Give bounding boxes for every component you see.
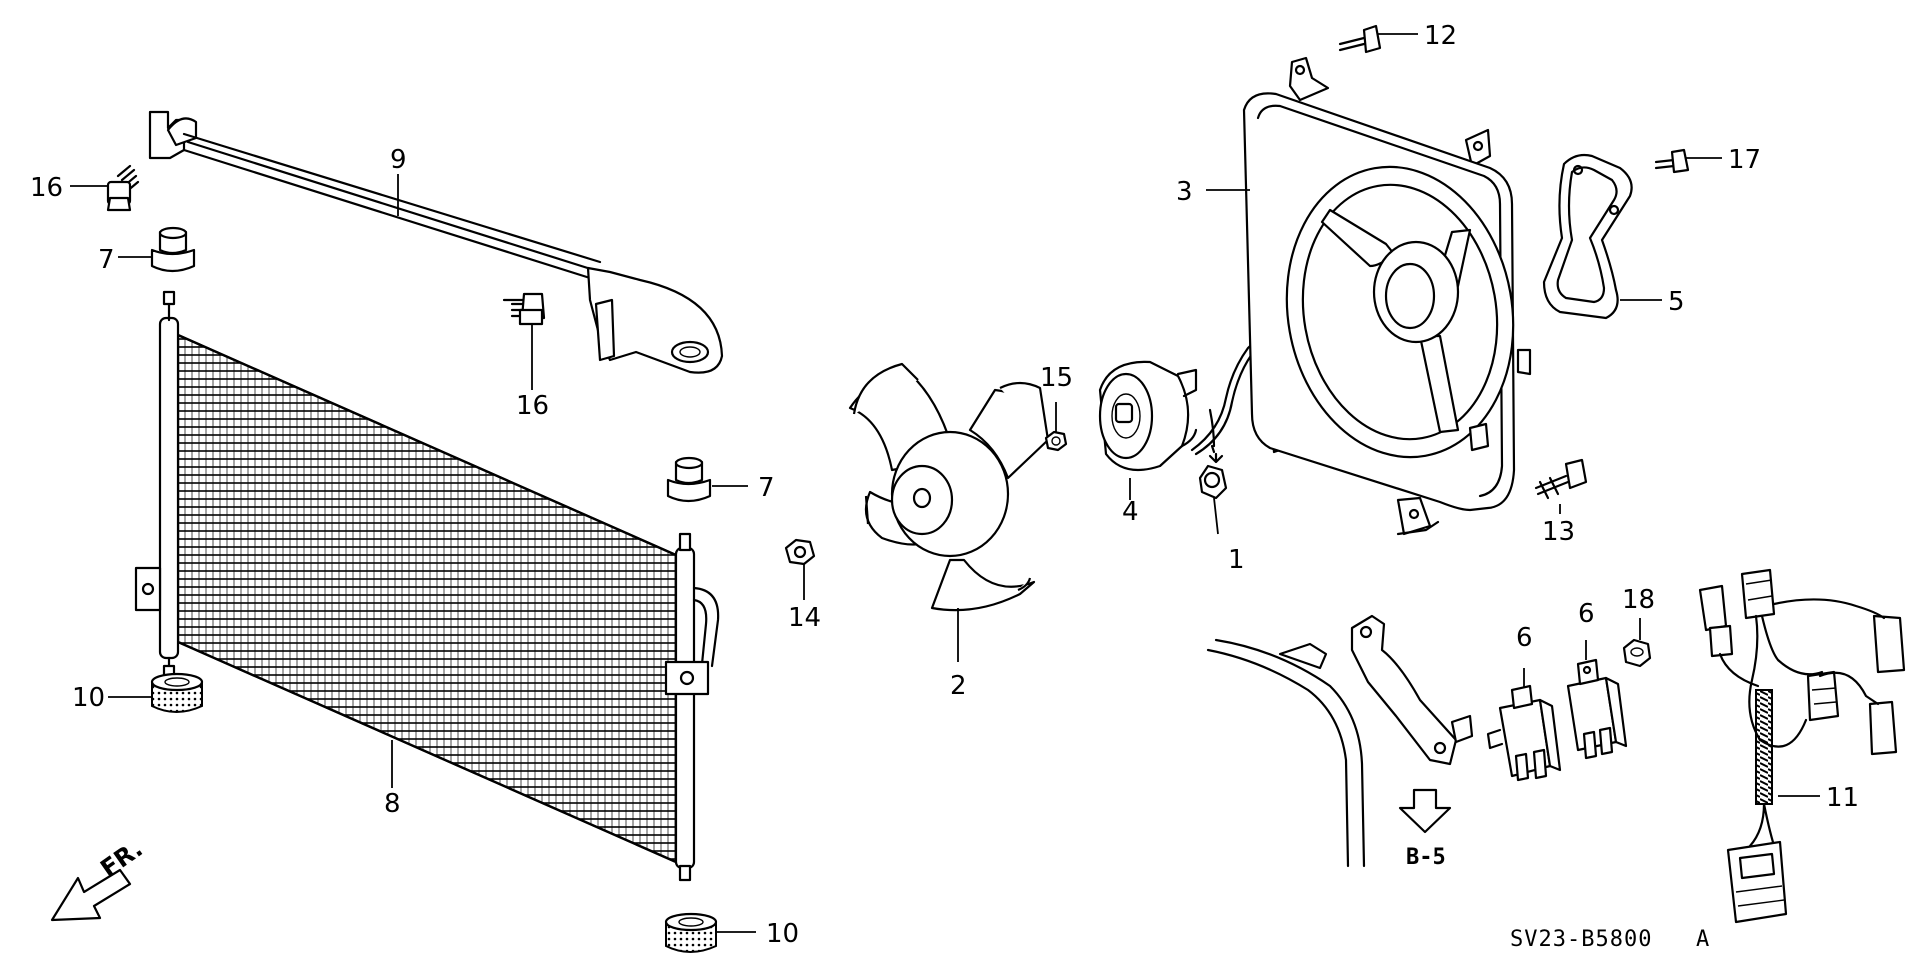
callout-6-left: 6 — [1516, 623, 1533, 653]
callout-12: 12 — [1424, 21, 1457, 51]
wire-harness-11 — [1698, 568, 1906, 924]
callout-10-right: 10 — [766, 919, 799, 949]
front-direction-arrow — [50, 868, 132, 922]
callout-16-lower: 16 — [516, 391, 549, 421]
wire-clip — [1198, 452, 1228, 500]
cushion-10-left — [150, 672, 204, 713]
bolt-16-lower — [502, 292, 546, 326]
callout-11: 11 — [1826, 783, 1859, 813]
callout-7-lower: 7 — [758, 473, 775, 503]
front-direction-label: FR. — [95, 834, 147, 882]
diagram-code-suffix: A — [1696, 927, 1710, 952]
shroud-corner-view — [1206, 614, 1474, 868]
reference-arrow — [1398, 788, 1452, 834]
callout-18: 18 — [1622, 585, 1655, 615]
callout-7-upper: 7 — [98, 245, 115, 275]
condenser-core — [134, 290, 720, 882]
diagram-code: SV23-B5800 — [1510, 927, 1652, 952]
relay-6-left — [1486, 684, 1562, 782]
condenser-upper-bracket — [148, 110, 724, 374]
callout-14: 14 — [788, 603, 821, 633]
relay-6-right — [1566, 658, 1628, 760]
callout-1: 1 — [1228, 545, 1245, 575]
callout-8: 8 — [384, 789, 401, 819]
callout-9: 9 — [390, 145, 407, 175]
bolt-16-upper — [106, 164, 140, 212]
bolt-13 — [1534, 458, 1588, 500]
grommet-7-upper — [150, 226, 196, 273]
nut-18 — [1622, 638, 1652, 668]
bolt-17 — [1654, 148, 1690, 174]
nut-14 — [784, 538, 816, 566]
callout-2: 2 — [950, 671, 967, 701]
bolt-12 — [1338, 24, 1382, 54]
fan-blade — [848, 362, 1050, 612]
nut-15 — [1044, 430, 1068, 452]
callout-10-left: 10 — [72, 683, 105, 713]
callout-3: 3 — [1176, 177, 1193, 207]
fan-shroud — [1242, 56, 1532, 536]
callout-numbers: 1 2 3 4 5 6 6 7 7 8 9 10 10 11 12 13 14 … — [30, 21, 1859, 949]
grommet-7-lower — [666, 456, 712, 503]
shroud-bracket-5 — [1542, 153, 1633, 320]
leader-lines — [70, 33, 1820, 933]
callout-17: 17 — [1728, 145, 1761, 175]
callout-6-right: 6 — [1578, 599, 1595, 629]
callout-13: 13 — [1542, 517, 1575, 547]
cushion-10-right — [664, 912, 718, 953]
callout-15: 15 — [1040, 363, 1073, 393]
callout-4: 4 — [1122, 497, 1139, 527]
reference-label: B-5 — [1406, 845, 1446, 870]
callout-5: 5 — [1668, 287, 1685, 317]
callout-16-upper: 16 — [30, 173, 63, 203]
